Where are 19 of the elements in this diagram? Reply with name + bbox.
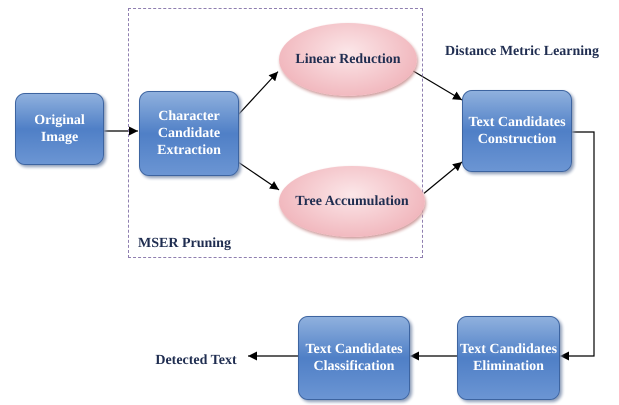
dashed-group-box	[128, 8, 423, 258]
process-box: Text Candidates Construction	[462, 90, 572, 172]
process-box: Text Candidates Elimination	[457, 316, 560, 400]
arrow	[238, 71, 278, 116]
group-title: MSER Pruning	[138, 235, 231, 252]
output-label: Detected Text	[148, 349, 244, 371]
arrow	[412, 70, 462, 101]
arrow	[104, 126, 138, 136]
arrow	[560, 131, 595, 360]
process-ellipse: Linear Reduction	[279, 23, 417, 96]
arrow	[424, 162, 462, 194]
arrow	[248, 352, 298, 360]
process-box: Character Candidate Extraction	[139, 91, 239, 176]
step-caption: Distance Metric Learning	[445, 44, 599, 60]
process-ellipse: Tree Accumulation	[279, 166, 425, 237]
arrow	[410, 352, 457, 360]
process-box: Original Image	[15, 93, 104, 165]
process-box: Text Candidates Classification	[298, 316, 410, 400]
arrow	[238, 162, 280, 190]
